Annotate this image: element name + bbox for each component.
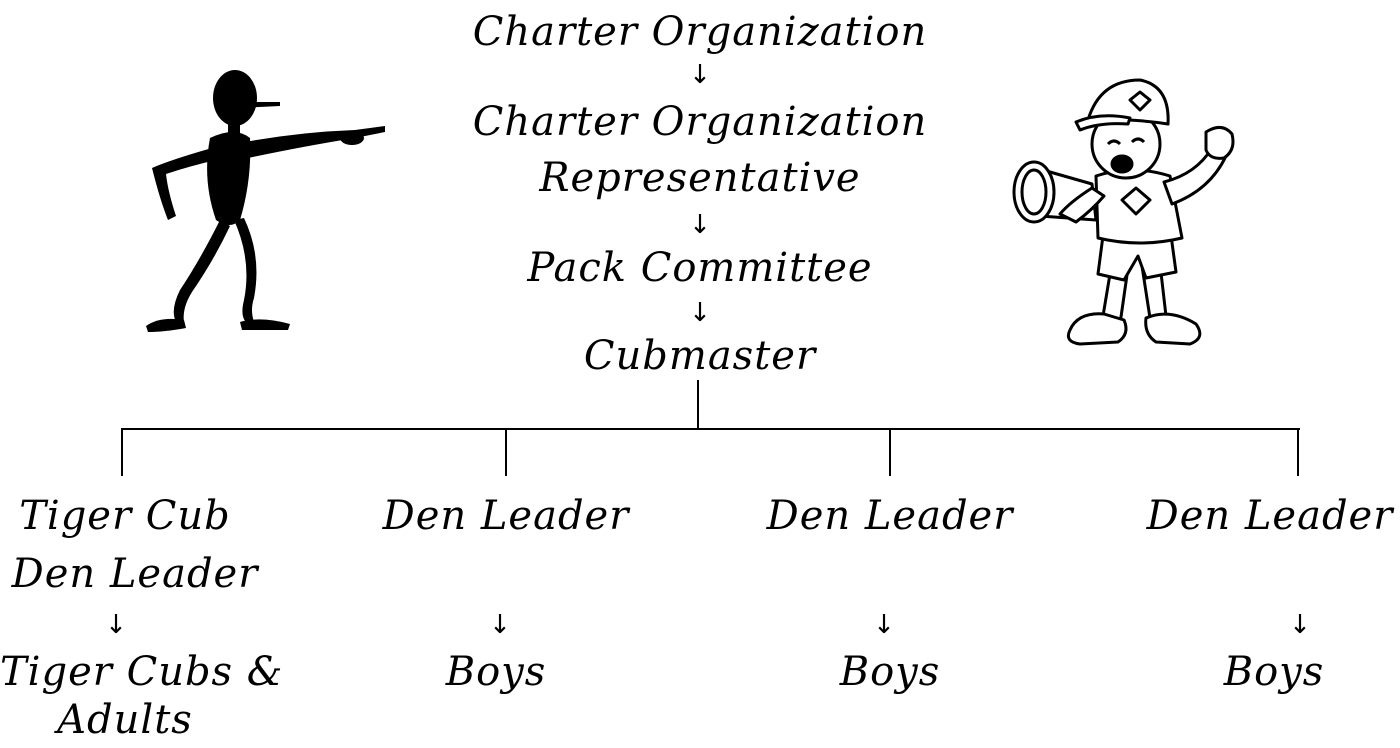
- pointing-stick-figure-icon: [146, 70, 385, 332]
- branch-horizontal-line: [121, 428, 1300, 430]
- arrow-down-icon: ↓: [1289, 610, 1311, 640]
- branch-drop-line: [121, 428, 123, 476]
- arrow-down-icon: ↓: [105, 610, 127, 640]
- tiger-cubs-adults-node-line2: Adults: [57, 697, 193, 743]
- den-leader-node: Den Leader: [1146, 493, 1394, 539]
- tiger-cub-den-leader-node: Tiger Cub: [19, 493, 231, 539]
- cubmaster-node: Cubmaster: [583, 333, 817, 379]
- branch-drop-line: [889, 428, 891, 476]
- arrow-down-icon: ↓: [689, 60, 711, 90]
- cubmaster-stem-line: [697, 380, 699, 430]
- boys-node: Boys: [445, 649, 547, 695]
- den-leader-node: Den Leader: [766, 493, 1014, 539]
- boys-node: Boys: [839, 649, 941, 695]
- charter-organization-representative-node-line2: Representative: [539, 155, 861, 201]
- arrow-down-icon: ↓: [689, 210, 711, 240]
- branch-drop-line: [505, 428, 507, 476]
- pack-committee-node: Pack Committee: [527, 245, 873, 291]
- charter-organization-representative-node: Charter Organization: [472, 99, 928, 145]
- branch-drop-line: [1297, 428, 1299, 476]
- tiger-cub-den-leader-node-line2: Den Leader: [11, 551, 259, 597]
- tiger-cubs-adults-node: Tiger Cubs &: [0, 649, 284, 695]
- arrow-down-icon: ↓: [873, 610, 895, 640]
- cub-scout-megaphone-icon: [1012, 78, 1235, 346]
- charter-organization-node: Charter Organization: [472, 9, 928, 55]
- arrow-down-icon: ↓: [689, 298, 711, 328]
- den-leader-node: Den Leader: [382, 493, 630, 539]
- arrow-down-icon: ↓: [489, 610, 511, 640]
- boys-node: Boys: [1223, 649, 1325, 695]
